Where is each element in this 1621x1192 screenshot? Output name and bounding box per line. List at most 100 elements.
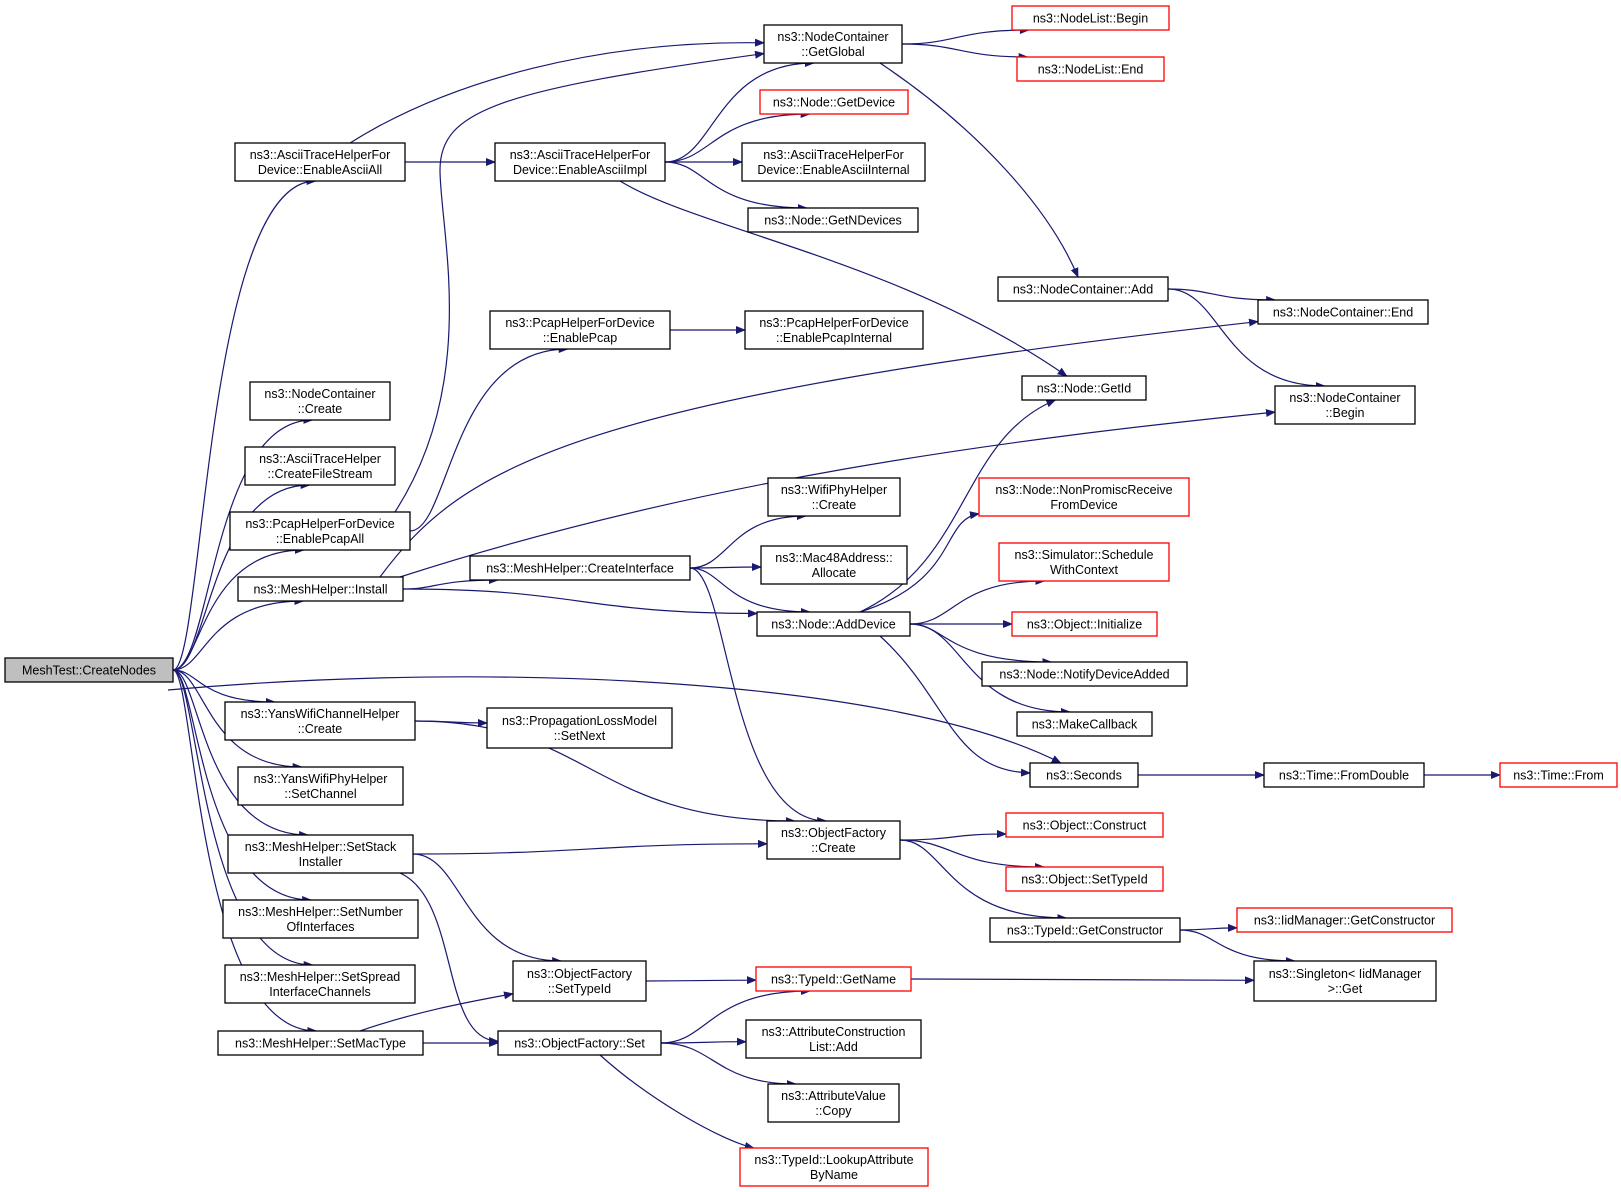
- node-label: ::EnablePcapInternal: [776, 331, 892, 345]
- node-av_copy[interactable]: ns3::AttributeValue::Copy: [767, 1083, 900, 1123]
- node-pcap_enable[interactable]: ns3::PcapHelperForDevice::EnablePcap: [489, 310, 671, 350]
- node-mh_setmac[interactable]: ns3::MeshHelper::SetMacType: [217, 1030, 424, 1056]
- node-root[interactable]: MeshTest::CreateNodes: [4, 657, 174, 683]
- node-node_adddevice[interactable]: ns3::Node::AddDevice: [756, 611, 911, 637]
- node-label: ns3::PcapHelperForDevice: [759, 316, 908, 330]
- node-box: [249, 381, 391, 421]
- node-time_fromdouble[interactable]: ns3::Time::FromDouble: [1263, 762, 1425, 788]
- node-nc_create[interactable]: ns3::NodeContainer::Create: [249, 381, 391, 421]
- node-box: [739, 1147, 929, 1187]
- node-box: [767, 477, 901, 517]
- edge-of_set-to-tid_getname: [660, 987, 812, 1044]
- node-of_create[interactable]: ns3::ObjectFactory::Create: [766, 820, 901, 860]
- node-label: Device::EnableAsciiImpl: [513, 163, 647, 177]
- node-singleton_get[interactable]: ns3::Singleton< IidManager>::Get: [1253, 960, 1437, 1002]
- node-pcap_all[interactable]: ns3::PcapHelperForDevice::EnablePcapAll: [229, 511, 411, 551]
- edge-mh_createif-to-wph_create: [689, 512, 807, 569]
- node-box: [237, 766, 404, 806]
- edge-root-to-mh_setmac: [172, 669, 318, 1035]
- node-box: [763, 24, 903, 64]
- edge-ascii_impl-to-node_getid: [619, 180, 1068, 377]
- node-box: [234, 142, 406, 182]
- node-time_from[interactable]: ns3::Time::From: [1499, 762, 1618, 788]
- node-box: [244, 446, 396, 486]
- edge-mh_createif-to-of_create: [689, 567, 828, 825]
- node-label: ns3::Node::GetDevice: [773, 96, 895, 110]
- node-box: [1263, 762, 1425, 788]
- node-obj_construct[interactable]: ns3::Object::Construct: [1005, 812, 1164, 838]
- node-nl_end[interactable]: ns3::NodeList::End: [1016, 56, 1165, 82]
- node-iid_getctor[interactable]: ns3::IidManager::GetConstructor: [1236, 907, 1453, 933]
- node-mh_setspread[interactable]: ns3::MeshHelper::SetSpreadInterfaceChann…: [224, 964, 416, 1004]
- node-label: ns3::MeshHelper::SetNumber: [238, 905, 403, 919]
- node-box: [766, 820, 901, 860]
- node-box: [1236, 907, 1453, 933]
- node-wph_create[interactable]: ns3::WifiPhyHelper::Create: [767, 477, 901, 517]
- node-box: [497, 1030, 662, 1056]
- node-box: [1021, 375, 1147, 401]
- node-mh_createif[interactable]: ns3::MeshHelper::CreateInterface: [469, 555, 691, 581]
- node-box: [1005, 866, 1164, 892]
- node-ascii_impl[interactable]: ns3::AsciiTraceHelperForDevice::EnableAs…: [494, 142, 666, 182]
- node-of_set[interactable]: ns3::ObjectFactory::Set: [497, 1030, 662, 1056]
- node-label: List::Add: [809, 1040, 858, 1054]
- node-obj_init[interactable]: ns3::Object::Initialize: [1011, 611, 1158, 637]
- node-of_settypeid[interactable]: ns3::ObjectFactory::SetTypeId: [512, 960, 647, 1002]
- node-node_getdevice[interactable]: ns3::Node::GetDevice: [759, 89, 909, 115]
- node-make_cb[interactable]: ns3::MakeCallback: [1016, 711, 1153, 737]
- edge-pcap_all-to-nc_getglobal: [394, 50, 765, 513]
- node-ath_cfs[interactable]: ns3::AsciiTraceHelper::CreateFileStream: [244, 446, 396, 486]
- edge-nc_getglobal-to-nl_end: [901, 43, 1029, 61]
- node-label: ns3::Simulator::Schedule: [1015, 548, 1154, 562]
- node-label: ns3::NodeContainer: [777, 30, 888, 44]
- edge-root-to-mh_setstack: [172, 669, 310, 839]
- node-node_getid[interactable]: ns3::Node::GetId: [1021, 375, 1147, 401]
- node-label: ns3::Object::Construct: [1023, 819, 1147, 833]
- node-node_getndev[interactable]: ns3::Node::GetNDevices: [747, 207, 919, 233]
- node-label: ::Begin: [1326, 406, 1365, 420]
- edge-root-to-seconds: [167, 676, 1062, 764]
- node-node_notify[interactable]: ns3::Node::NotifyDeviceAdded: [981, 661, 1188, 687]
- node-label: ns3::Object::Initialize: [1027, 618, 1142, 632]
- node-nc_end[interactable]: ns3::NodeContainer::End: [1257, 299, 1429, 325]
- node-label: ns3::YansWifiPhyHelper: [254, 772, 388, 786]
- node-mh_install[interactable]: ns3::MeshHelper::Install: [237, 576, 404, 602]
- node-tid_getname[interactable]: ns3::TypeId::GetName: [755, 966, 912, 992]
- node-label: FromDevice: [1050, 498, 1117, 512]
- node-label: ::EnablePcapAll: [276, 532, 364, 546]
- node-box: [998, 542, 1170, 582]
- node-label: ns3::Time::From: [1513, 769, 1604, 783]
- node-label: ns3::ObjectFactory::Set: [514, 1037, 645, 1051]
- edge-node_adddevice-to-seconds: [879, 635, 1031, 777]
- node-seconds[interactable]: ns3::Seconds: [1029, 762, 1139, 788]
- node-ascii_internal[interactable]: ns3::AsciiTraceHelperForDevice::EnableAs…: [741, 142, 926, 182]
- node-label: ::CreateFileStream: [268, 467, 373, 481]
- node-ascii_all[interactable]: ns3::AsciiTraceHelperForDevice::EnableAs…: [234, 142, 406, 182]
- node-box: [486, 707, 673, 749]
- node-label: ns3::MakeCallback: [1032, 718, 1138, 732]
- node-label: ::Create: [298, 402, 343, 416]
- node-nc_getglobal[interactable]: ns3::NodeContainer::GetGlobal: [763, 24, 903, 64]
- node-label: ns3::AsciiTraceHelperFor: [250, 148, 391, 162]
- node-label: ::SetTypeId: [548, 982, 611, 996]
- node-nc_begin[interactable]: ns3::NodeContainer::Begin: [1274, 385, 1416, 425]
- node-mac48_alloc[interactable]: ns3::Mac48Address::Allocate: [760, 545, 908, 585]
- node-nl_begin[interactable]: ns3::NodeList::Begin: [1011, 5, 1170, 31]
- node-obj_settypeid[interactable]: ns3::Object::SetTypeId: [1005, 866, 1164, 892]
- node-box: [767, 1083, 900, 1123]
- node-tid_getctor[interactable]: ns3::TypeId::GetConstructor: [989, 917, 1181, 943]
- node-nc_add[interactable]: ns3::NodeContainer::Add: [997, 276, 1169, 302]
- node-ywph_setch[interactable]: ns3::YansWifiPhyHelper::SetChannel: [237, 766, 404, 806]
- node-label: ns3::TypeId::GetConstructor: [1007, 924, 1163, 938]
- node-plm_setnext[interactable]: ns3::PropagationLossModel::SetNext: [486, 707, 673, 749]
- edge-ywch_create-to-of_create: [414, 720, 796, 825]
- node-pcap_internal[interactable]: ns3::PcapHelperForDevice::EnablePcapInte…: [744, 310, 924, 350]
- node-ywch_create[interactable]: ns3::YansWifiChannelHelper::Create: [224, 701, 416, 741]
